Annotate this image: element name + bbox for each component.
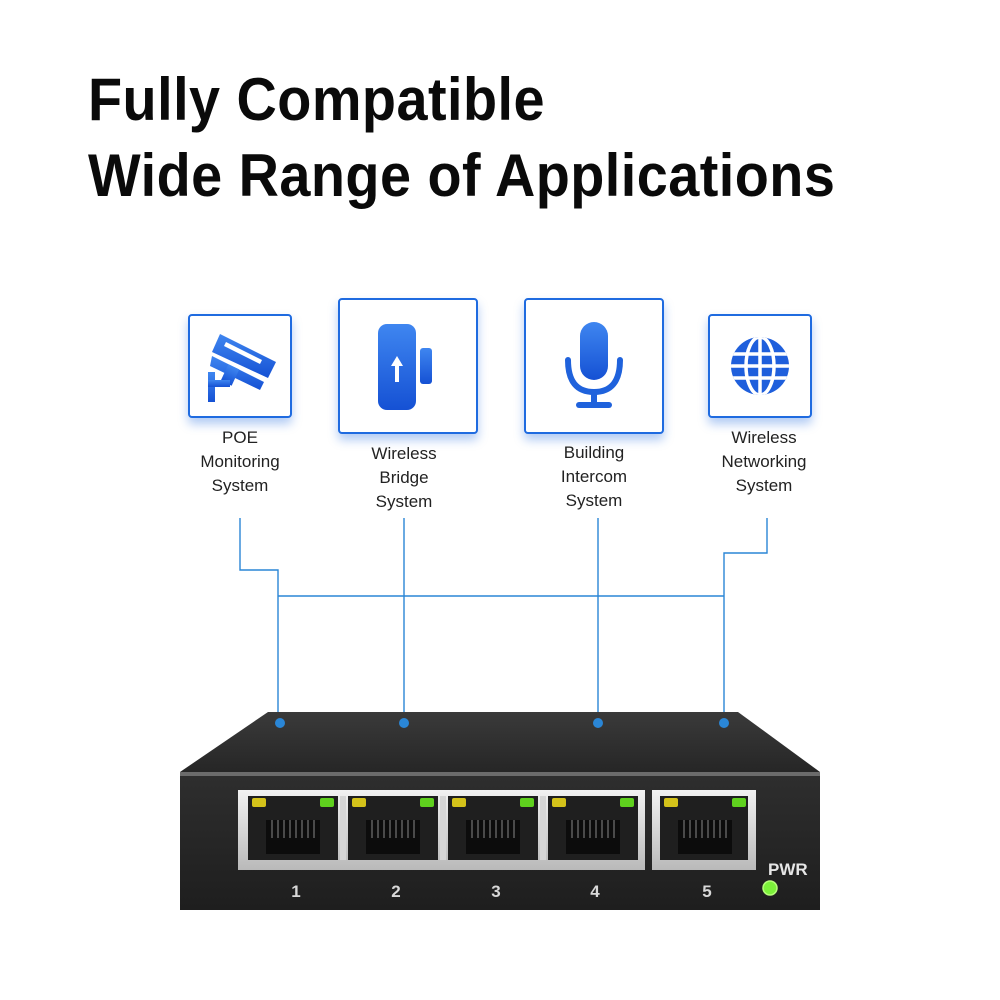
port-number-1: 1 bbox=[291, 882, 301, 901]
switch-top-face bbox=[180, 712, 820, 772]
headline-line-2: Wide Range of Applications bbox=[88, 142, 836, 209]
headline-line-1: Fully Compatible bbox=[88, 66, 545, 133]
wireless-bridge-icon bbox=[378, 324, 432, 410]
port-number-3: 3 bbox=[491, 882, 501, 901]
power-led-icon bbox=[762, 880, 778, 896]
connection-dot bbox=[275, 718, 285, 728]
app-card-poe-monitoring bbox=[188, 314, 292, 418]
app-card-wireless-networking bbox=[708, 314, 812, 418]
headline: Fully Compatible Wide Range of Applicati… bbox=[88, 62, 835, 214]
connection-dot bbox=[593, 718, 603, 728]
globe-icon bbox=[731, 337, 789, 395]
connection-dot bbox=[719, 718, 729, 728]
app-label-wireless-networking: Wireless Networking System bbox=[721, 428, 807, 495]
app-card-wireless-bridge bbox=[338, 298, 478, 434]
connection-dot bbox=[399, 718, 409, 728]
power-label: PWR bbox=[768, 860, 808, 879]
app-card-building-intercom bbox=[524, 298, 664, 434]
app-label-building-intercom: Building Intercom System bbox=[560, 443, 628, 510]
app-label-poe-monitoring: POE Monitoring System bbox=[200, 428, 280, 495]
port-number-4: 4 bbox=[590, 882, 600, 901]
port-leds bbox=[252, 798, 746, 807]
microphone-icon bbox=[565, 322, 623, 408]
app-label-wireless-bridge: Wireless Bridge System bbox=[371, 444, 437, 511]
security-camera-icon bbox=[208, 334, 276, 402]
port-number-2: 2 bbox=[391, 882, 401, 901]
port-number-5: 5 bbox=[702, 882, 712, 901]
